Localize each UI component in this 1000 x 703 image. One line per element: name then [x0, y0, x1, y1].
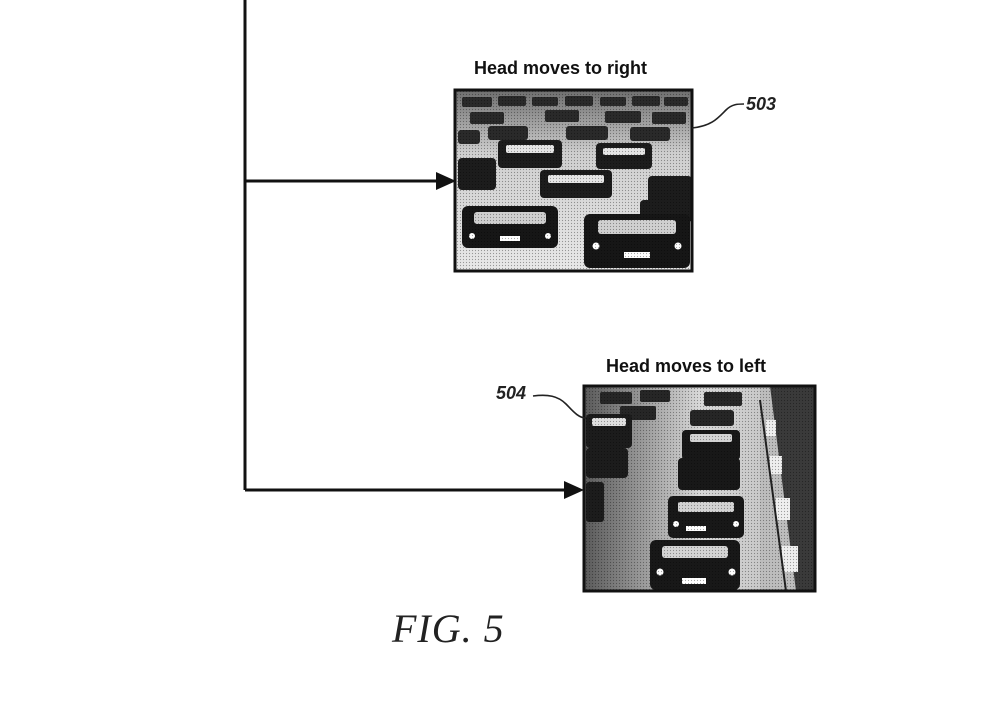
leader-line-504 — [532, 394, 587, 419]
arrowhead-left-icon — [564, 481, 584, 499]
panel-503-caption: Head moves to right — [474, 58, 648, 78]
figure-label: FIG. 5 — [392, 606, 505, 651]
reference-number-504: 504 — [496, 383, 527, 403]
arrowhead-right-icon — [436, 172, 456, 190]
reference-number-503: 503 — [746, 94, 777, 114]
connector-lines — [243, 0, 584, 499]
panel-504-image — [582, 384, 817, 593]
panel-503-image — [453, 88, 694, 273]
panel-504-caption: Head moves to left — [606, 356, 767, 376]
leader-line-503 — [691, 103, 745, 129]
